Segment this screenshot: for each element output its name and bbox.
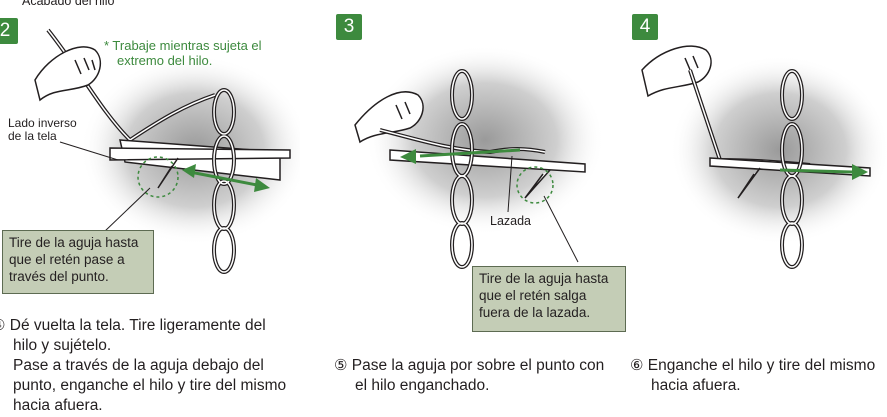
hand-icon (641, 45, 712, 98)
step-panel-3: 3 Lazada Tire de la aguja hasta que el r… (330, 0, 630, 417)
arrow-icon (182, 164, 270, 192)
side-label: Lado inverso de la tela (8, 116, 77, 143)
needle-icon (109, 147, 291, 161)
arrow-icon (779, 164, 868, 180)
callout-box-3: Tire de la aguja hasta que el retén salg… (472, 266, 626, 332)
caption-5: ⑤ Pase la aguja por sobre el punto con e… (334, 357, 605, 394)
step-panel-2: 2 * Trabaje mientras sujeta el extremo d… (0, 0, 300, 417)
step-badge-4: 4 (632, 14, 658, 40)
caption-6: ⑥ Enganche el hilo y tire del mismo haci… (630, 357, 876, 394)
top-label: Acabado del hilo (22, 0, 115, 8)
step-3-illustration (354, 45, 605, 269)
callout-box-2: Tire de la aguja hasta que el retén pase… (2, 230, 154, 294)
caption-4: ④ Dé vuelta la tela. Tire ligeramente de… (0, 317, 287, 414)
step-panel-4: 4 ⑥ Enganche el hilo y tire del mismo ha… (630, 0, 887, 417)
step-badge-3: 3 (336, 14, 362, 40)
detail-circle (137, 156, 179, 198)
hand-icon (34, 46, 102, 102)
step-2-illustration (34, 28, 300, 274)
lazada-label: Lazada (490, 214, 532, 228)
arrow-icon (400, 148, 521, 164)
green-note: * Trabaje mientras sujeta el extremo del… (104, 38, 262, 68)
hand-icon (354, 91, 424, 144)
detail-circle (516, 166, 554, 204)
step-badge-2: 2 (0, 18, 18, 44)
step-4-illustration (641, 45, 887, 269)
